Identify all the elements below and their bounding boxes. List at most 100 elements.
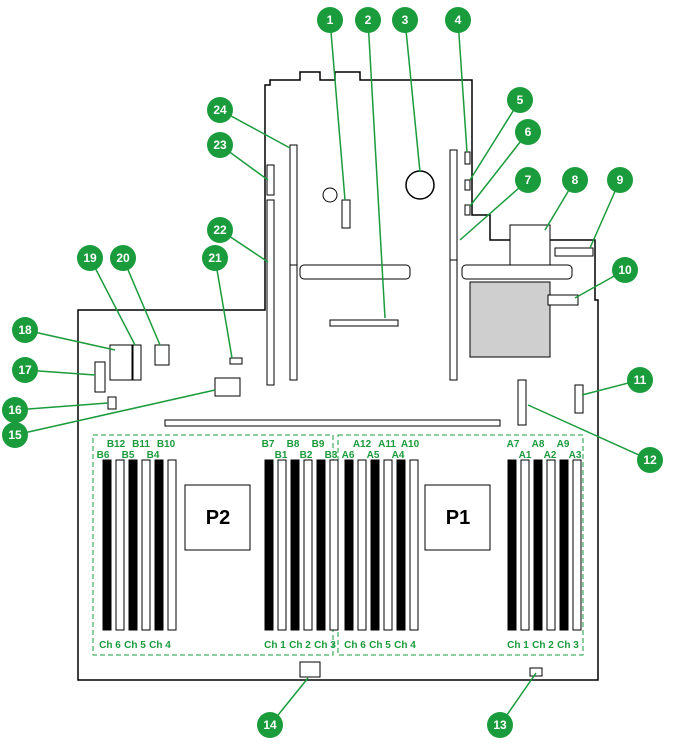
callout-leader bbox=[404, 19, 421, 173]
callout-leader bbox=[527, 404, 651, 461]
riser-slot-left-lower bbox=[289, 264, 298, 381]
dimm-slot bbox=[357, 459, 367, 631]
callout-leader bbox=[89, 257, 136, 346]
dimm-label: B4 bbox=[147, 450, 160, 461]
connector-21 bbox=[229, 357, 243, 365]
dimm-slot bbox=[533, 459, 543, 631]
callout-number: 19 bbox=[83, 251, 97, 265]
riser-slot-right-upper bbox=[449, 149, 458, 261]
dimm-slot bbox=[383, 459, 393, 631]
channel-label: Ch 6 bbox=[344, 640, 366, 651]
callout-badge bbox=[445, 7, 471, 33]
dimm-label: B9 bbox=[312, 439, 325, 450]
channel-label: Ch 4 bbox=[149, 640, 171, 651]
dimm-slot bbox=[316, 459, 326, 631]
dimm-slot bbox=[167, 459, 177, 631]
dimm-label: A12 bbox=[353, 439, 372, 450]
dimm-label: B1 bbox=[275, 450, 288, 461]
connector-18 bbox=[109, 344, 133, 381]
callout-number: 1 bbox=[327, 13, 334, 27]
callout-badge bbox=[607, 167, 633, 193]
callout-number: 24 bbox=[213, 103, 227, 117]
bracket-right bbox=[461, 264, 573, 280]
callout-badge bbox=[202, 245, 228, 271]
connector-15 bbox=[214, 377, 241, 397]
callout-number: 8 bbox=[572, 173, 579, 187]
dimm-label: B12 bbox=[107, 439, 126, 450]
callout-leader bbox=[24, 329, 116, 351]
callout-badge bbox=[612, 257, 638, 283]
connector-16 bbox=[107, 396, 117, 410]
heatsink-right bbox=[469, 281, 551, 358]
callout-badge bbox=[77, 245, 103, 271]
dimm-slot bbox=[115, 459, 125, 631]
callout-badge bbox=[562, 167, 588, 193]
callout-number: 23 bbox=[213, 138, 227, 152]
dimm-slot bbox=[572, 459, 582, 631]
riser-slot-left-upper bbox=[289, 144, 298, 266]
callout-badge bbox=[110, 245, 136, 271]
dimm-slot bbox=[264, 459, 274, 631]
channel-label: Ch 3 bbox=[314, 640, 336, 651]
callout-badge bbox=[2, 422, 28, 448]
callout-number: 18 bbox=[18, 323, 32, 337]
dimm-slot bbox=[329, 459, 339, 631]
connector-19 bbox=[132, 344, 142, 381]
connector-9 bbox=[554, 247, 594, 257]
callout-number: 21 bbox=[208, 251, 222, 265]
riser-connector-22 bbox=[266, 199, 275, 386]
dimm-slot bbox=[370, 459, 380, 631]
channel-label: Ch 5 bbox=[369, 640, 391, 651]
dimm-label: A10 bbox=[401, 439, 420, 450]
callout-leader bbox=[457, 19, 468, 153]
callout-number: 6 bbox=[525, 125, 532, 139]
callout-badge bbox=[207, 97, 233, 123]
dimm-slot bbox=[277, 459, 287, 631]
dimm-label: A11 bbox=[378, 439, 396, 450]
callout-badge bbox=[207, 217, 233, 243]
callout-badge bbox=[507, 87, 533, 113]
cpu-socket-p1 bbox=[424, 484, 491, 551]
dimm-slot bbox=[303, 459, 313, 631]
callout-number: 4 bbox=[455, 13, 462, 27]
battery-holder-small bbox=[322, 187, 338, 203]
dimm-label: A5 bbox=[367, 450, 380, 461]
dimm-slot bbox=[507, 459, 517, 631]
bracket-left bbox=[299, 264, 411, 280]
callout-badge bbox=[355, 7, 381, 33]
dimm-slot bbox=[396, 459, 406, 631]
dimm-slot bbox=[141, 459, 151, 631]
callout-number: 16 bbox=[8, 403, 22, 417]
dimm-label: A3 bbox=[569, 450, 582, 461]
riser-slot-right-lower bbox=[449, 259, 458, 381]
callout-badge bbox=[257, 712, 283, 738]
callout-badge bbox=[12, 357, 38, 383]
channel-label: Ch 6 bbox=[99, 640, 121, 651]
callout-number: 9 bbox=[617, 173, 624, 187]
callout-number: 17 bbox=[18, 363, 32, 377]
dimm-slot bbox=[128, 459, 138, 631]
connector-20 bbox=[154, 344, 170, 366]
dimm-label: B6 bbox=[97, 450, 110, 461]
dimm-label: B7 bbox=[262, 439, 275, 450]
callout-badge bbox=[515, 119, 541, 145]
dimm-label: B8 bbox=[287, 439, 300, 450]
callout-leader bbox=[14, 402, 109, 411]
callout-leader bbox=[219, 109, 291, 149]
callout-leader bbox=[459, 179, 529, 241]
dimm-slot bbox=[409, 459, 419, 631]
dimm-label: A8 bbox=[532, 439, 545, 450]
channel-label: Ch 5 bbox=[124, 640, 146, 651]
riser-connector-23 bbox=[266, 164, 275, 196]
cpu-socket-p2 bbox=[184, 484, 251, 551]
channel-label: Ch 4 bbox=[394, 640, 416, 651]
callout-number: 22 bbox=[213, 223, 227, 237]
callout-number: 20 bbox=[116, 251, 130, 265]
connector-17 bbox=[94, 361, 106, 393]
callout-badge bbox=[392, 7, 418, 33]
callout-number: 12 bbox=[643, 453, 657, 467]
dimm-slot bbox=[154, 459, 164, 631]
connector-1 bbox=[341, 199, 351, 229]
air-baffle-rail bbox=[164, 419, 501, 427]
